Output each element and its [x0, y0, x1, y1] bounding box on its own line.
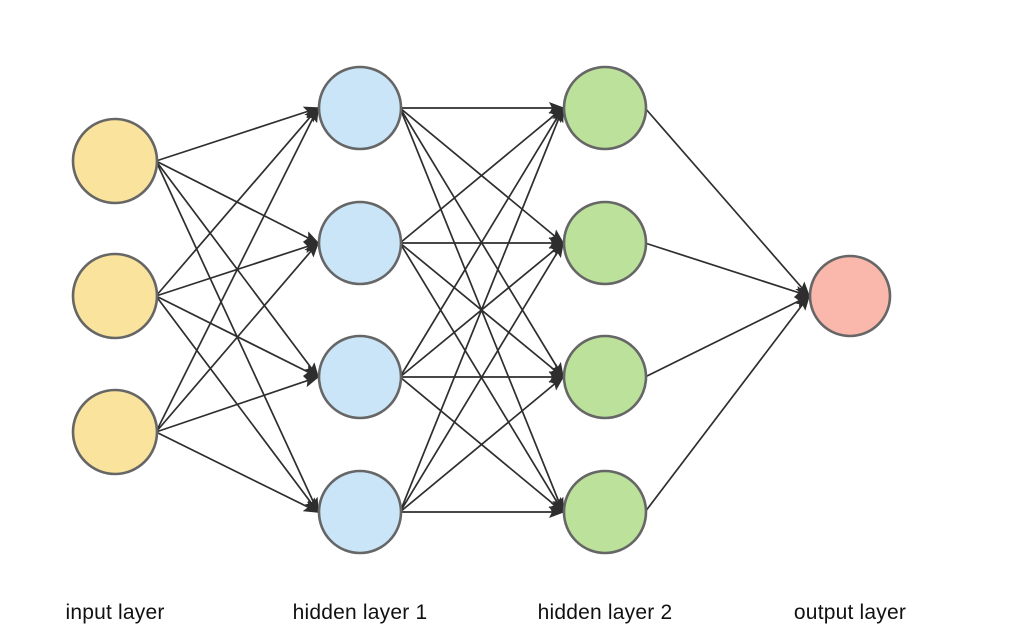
hidden1-node-1 [317, 65, 403, 151]
edge-hidden14-to-hidden21 [399, 106, 564, 513]
edge-input2-to-hidden11 [155, 106, 320, 297]
input-node-2 [71, 252, 159, 340]
layer-label-hidden2: hidden layer 2 [537, 601, 673, 624]
hidden1-node-4 [317, 469, 403, 555]
edges-hidden2-to-output [644, 107, 811, 513]
edge-input3-to-hidden13 [155, 375, 320, 433]
edge-hidden13-to-hidden21 [399, 106, 565, 378]
layer-label-output: output layer [793, 601, 907, 624]
layer-hidden2-nodes [562, 65, 648, 555]
hidden2-node-2 [562, 200, 648, 286]
output-node-1 [808, 254, 892, 338]
edges-hidden1-to-hidden2 [399, 102, 565, 518]
edge-input1-to-hidden11 [155, 106, 320, 162]
hidden2-node-3 [562, 334, 648, 420]
edge-input3-to-hidden11 [155, 106, 319, 433]
layer-label-input: input layer [65, 601, 165, 624]
edge-hidden21-to-output1 [644, 107, 811, 298]
hidden2-node-4 [562, 469, 648, 555]
edge-input3-to-hidden12 [155, 241, 320, 433]
edge-hidden14-to-hidden22 [399, 241, 565, 513]
layer-input-nodes [71, 117, 159, 476]
hidden2-node-1 [562, 65, 648, 151]
edge-hidden14-to-hidden23 [399, 375, 565, 513]
hidden1-node-2 [317, 200, 403, 286]
edge-input3-to-hidden14 [155, 431, 320, 513]
edges-input-to-hidden1 [155, 106, 320, 514]
hidden1-node-3 [317, 334, 403, 420]
edge-hidden24-to-output1 [644, 294, 811, 513]
input-node-3 [71, 388, 159, 476]
layer-output-nodes [808, 254, 892, 338]
edge-hidden22-to-output1 [644, 242, 811, 298]
edge-hidden23-to-output1 [644, 295, 811, 378]
input-node-1 [71, 117, 159, 205]
layer-label-hidden1: hidden layer 1 [292, 601, 428, 624]
layer-hidden1-nodes [317, 65, 403, 555]
edge-hidden12-to-hidden21 [399, 106, 565, 244]
